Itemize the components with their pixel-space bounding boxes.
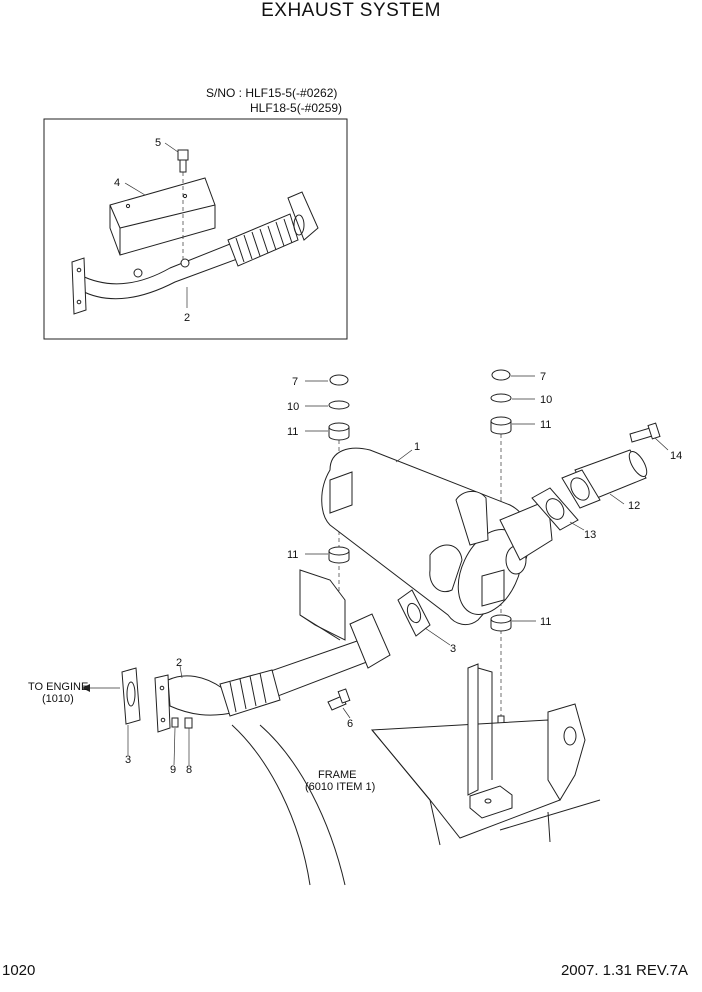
nut-washer-8-9	[171, 717, 193, 729]
callout-2-front-pipe: 2	[176, 657, 182, 669]
callout-5-inset: 5	[155, 137, 161, 149]
frame-label: FRAME (6010 ITEM 1)	[305, 769, 375, 793]
callout-7-right: 7	[540, 371, 546, 383]
muffler	[321, 447, 553, 626]
frame-ref: (6010 ITEM 1)	[305, 781, 375, 793]
page-title: EXHAUST SYSTEM	[261, 0, 441, 21]
gasket-3-lower	[121, 667, 141, 725]
callout-10-left: 10	[287, 401, 299, 413]
callout-10-right: 10	[540, 394, 552, 406]
page-number: 1020	[2, 962, 36, 979]
gasket-3-upper	[397, 589, 431, 637]
to-engine-text: TO ENGINE	[28, 681, 88, 693]
callout-8: 8	[186, 764, 192, 776]
serial-number-note: S/NO : HLF15-5(-#0262) HLF18-5(-#0259)	[206, 86, 342, 116]
serial-line-2: HLF18-5(-#0259)	[250, 101, 343, 115]
serial-line-1: S/NO : HLF15-5(-#0262)	[206, 86, 338, 100]
right-mount-stack	[490, 369, 512, 729]
frame	[231, 569, 601, 886]
callouts: 7 10 11 7 10 11 1 14 12 13 11 11 3 2 3 9…	[125, 371, 682, 776]
frame-text: FRAME	[318, 769, 357, 781]
callout-14: 14	[670, 450, 682, 462]
callout-9: 9	[170, 764, 176, 776]
callout-11-right-bottom: 11	[540, 616, 551, 628]
callout-12: 12	[628, 500, 640, 512]
callout-11-left-top: 11	[287, 426, 298, 438]
front-pipe-2	[154, 613, 391, 733]
gasket-13	[531, 487, 579, 531]
inset-frame	[43, 118, 348, 340]
to-engine-label: TO ENGINE (1010)	[28, 681, 88, 705]
callout-2-inset: 2	[184, 312, 190, 324]
callout-1-muffler: 1	[414, 441, 420, 453]
tail-pipe-12	[561, 449, 648, 509]
callout-11-right-top: 11	[540, 419, 551, 431]
bolt-14	[629, 422, 661, 443]
inset-bolt	[177, 149, 189, 262]
callout-6: 6	[347, 718, 353, 730]
bolt-6	[327, 688, 351, 711]
leader-lines	[82, 375, 669, 766]
revision-date: 2007. 1.31 REV.7A	[560, 962, 688, 979]
callout-7-left: 7	[292, 376, 298, 388]
inset-heat-shield	[109, 177, 216, 256]
inset-callouts: 5 4 2	[114, 137, 190, 324]
callout-11-left-bottom: 11	[287, 549, 298, 561]
to-engine-ref: (1010)	[42, 693, 74, 705]
inset-exhaust-pipe	[71, 191, 319, 315]
callout-3-upper: 3	[450, 643, 456, 655]
callout-3-lower: 3	[125, 754, 131, 766]
callout-4-inset: 4	[114, 177, 120, 189]
callout-13: 13	[584, 529, 596, 541]
